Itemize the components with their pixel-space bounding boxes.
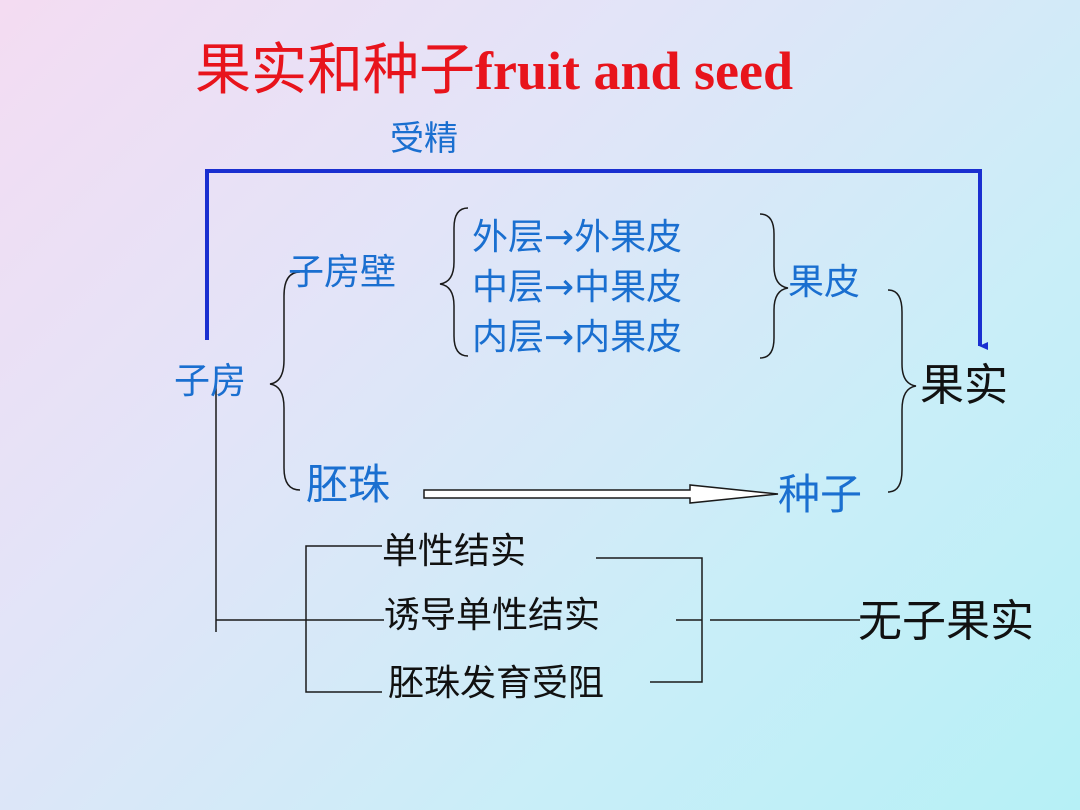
pericarp-label: 果皮	[788, 262, 861, 303]
title-chinese: 果实和种子	[195, 38, 475, 103]
ovary-wall-brace	[439, 207, 469, 357]
inner-layer-label: 内层→内果皮	[472, 317, 683, 358]
seedless-fruit-label: 无子果实	[858, 596, 1034, 647]
induced-parthenocarpy-label: 诱导单性结实	[384, 595, 601, 636]
ovary-brace	[269, 271, 301, 491]
fertilization-line	[205, 169, 988, 350]
outer-layer-label: 外层→外果皮	[472, 217, 683, 258]
page-title: 果实和种子fruit and seed	[195, 36, 793, 106]
ovule-label: 胚珠	[306, 460, 391, 509]
causes-left-bracket	[305, 545, 382, 693]
seed-label: 种子	[778, 470, 863, 519]
fruit-brace	[887, 289, 917, 493]
fertilization-label: 受精	[390, 119, 458, 159]
middle-layer-label: 中层→中果皮	[472, 267, 683, 308]
natural-parthenocarpy-label: 单性结实	[382, 531, 527, 572]
ovary-label: 子房	[174, 361, 247, 402]
ovule-to-seed-arrow	[423, 484, 779, 504]
ovary-wall-label: 子房壁	[288, 252, 397, 293]
title-english: fruit and seed	[475, 41, 794, 101]
ovule-abortion-label: 胚珠发育受阻	[388, 663, 605, 704]
pericarp-brace	[759, 213, 789, 359]
fruit-label: 果实	[920, 360, 1008, 411]
